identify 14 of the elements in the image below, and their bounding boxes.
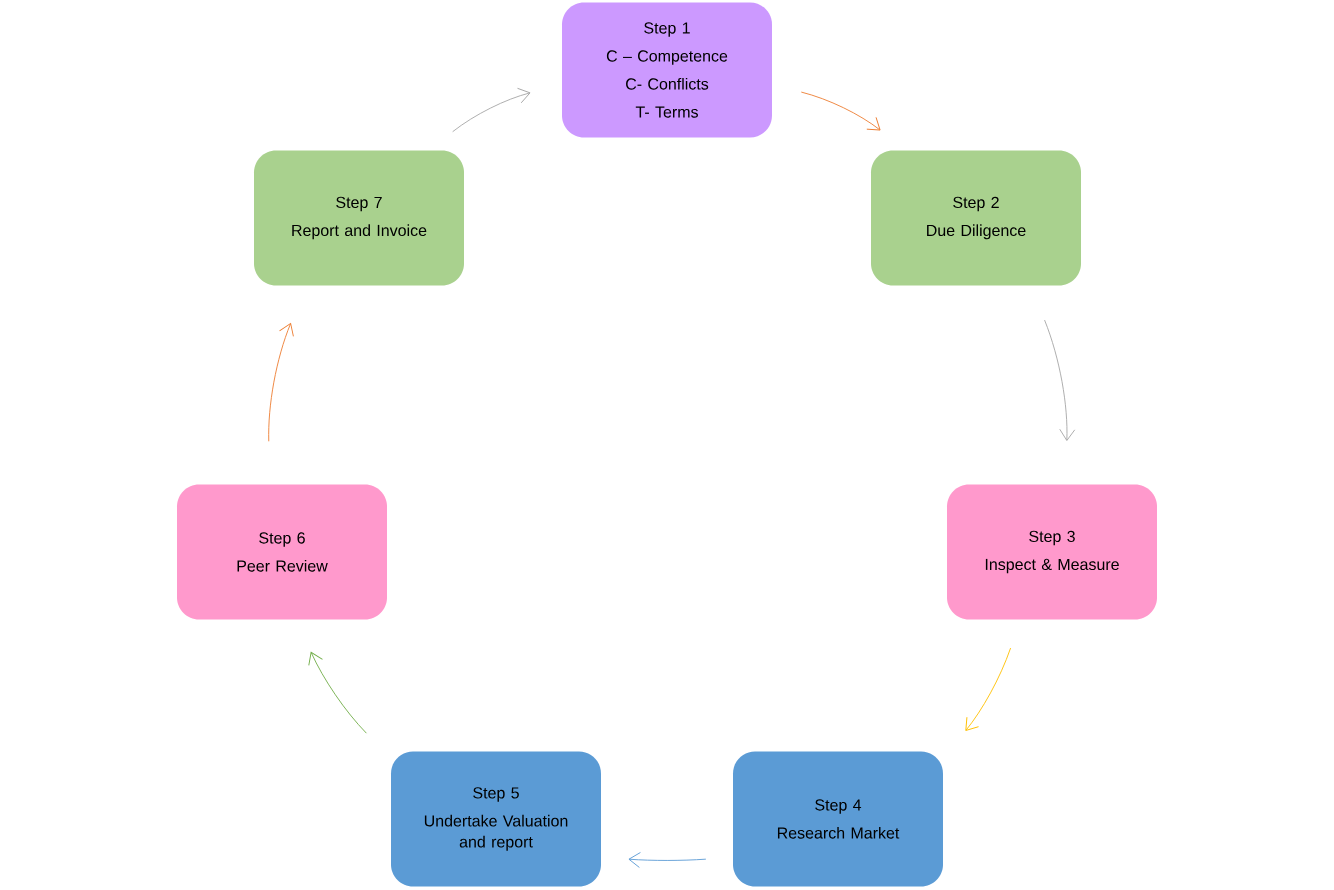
step-box: Step 6 Peer Review: [177, 484, 387, 620]
step-box: Step 5 Undertake Valuation and report: [391, 751, 601, 887]
arrow: [268, 323, 294, 442]
step-box: Step 1 C – Competence C- Conflicts T- Terms: [562, 2, 772, 138]
step-box: Step 2 Due Diligence: [871, 150, 1081, 286]
arrow: [628, 852, 707, 868]
step-box: Step 7 Report and Invoice: [254, 150, 464, 286]
arrow: [308, 651, 367, 734]
arrow: [1044, 319, 1076, 441]
step-box: Step 4 Research Market: [733, 751, 943, 887]
step-box: Step 3 Inspect & Measure: [947, 484, 1157, 620]
arrow: [800, 91, 881, 131]
arrow: [965, 647, 1012, 731]
arrow: [452, 87, 531, 133]
